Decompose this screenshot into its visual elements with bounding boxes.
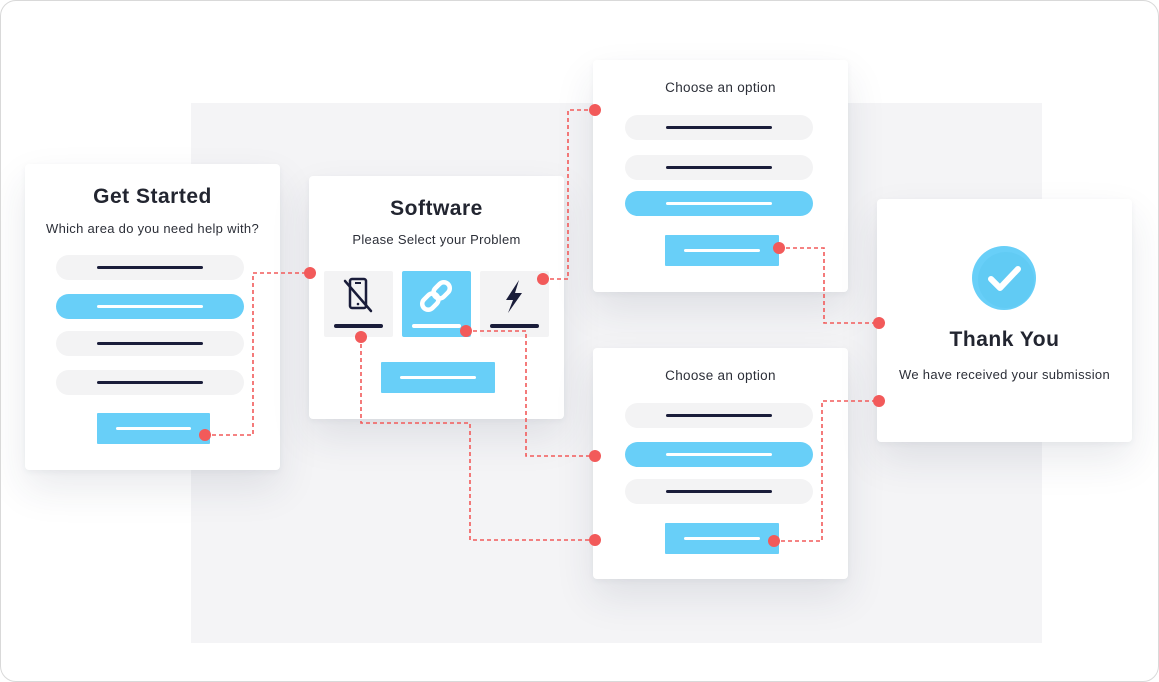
connector-dot <box>768 535 780 547</box>
placeholder-line <box>684 249 760 252</box>
choose-option-card-top: Choose an option <box>593 60 848 292</box>
placeholder-line <box>684 537 760 540</box>
placeholder-line <box>666 414 772 417</box>
connector-path <box>543 109 595 280</box>
connector-dot <box>304 267 316 279</box>
connector-dot <box>355 331 367 343</box>
connector-dot <box>589 450 601 462</box>
connector-path <box>360 337 595 541</box>
connector-dot <box>773 242 785 254</box>
connector-dot <box>589 534 601 546</box>
option-pill[interactable] <box>56 255 244 280</box>
option-pill[interactable] <box>625 115 813 140</box>
get-started-subtitle: Which area do you need help with? <box>46 221 259 236</box>
link-icon <box>419 279 453 313</box>
thank-you-title: Thank You <box>949 328 1060 351</box>
software-title: Software <box>390 197 483 220</box>
thank-you-subtitle: We have received your submission <box>899 367 1110 382</box>
submit-button[interactable] <box>665 235 779 266</box>
option-pill[interactable] <box>56 331 244 356</box>
connector-path <box>779 247 879 324</box>
connector-dot <box>873 395 885 407</box>
option-pill-selected[interactable] <box>56 294 244 319</box>
connector-dot <box>873 317 885 329</box>
placeholder-line <box>666 126 772 129</box>
placeholder-line <box>412 324 461 328</box>
placeholder-line <box>334 324 383 328</box>
connector-path <box>466 330 595 457</box>
continue-button[interactable] <box>381 362 495 393</box>
next-button[interactable] <box>97 413 210 444</box>
option-pill-selected[interactable] <box>625 191 813 216</box>
option-pill[interactable] <box>625 403 813 428</box>
option-pill[interactable] <box>625 155 813 180</box>
connector-dot <box>460 325 472 337</box>
software-card: Software Please Select your Problem <box>309 176 564 419</box>
lightning-icon <box>506 280 522 313</box>
placeholder-line <box>97 266 203 269</box>
tile-lightning[interactable] <box>480 271 549 337</box>
placeholder-line <box>666 453 772 456</box>
get-started-title: Get Started <box>93 185 212 208</box>
tile-link[interactable] <box>402 271 471 337</box>
placeholder-line <box>97 342 203 345</box>
tile-no-phone[interactable] <box>324 271 393 337</box>
check-circle-icon <box>972 246 1036 310</box>
thank-you-card: Thank You We have received your submissi… <box>877 199 1132 442</box>
placeholder-line <box>666 490 772 493</box>
option-pill[interactable] <box>56 370 244 395</box>
connector-path <box>774 400 879 542</box>
placeholder-line <box>97 381 203 384</box>
placeholder-line <box>97 305 203 308</box>
option-pill[interactable] <box>625 479 813 504</box>
placeholder-line <box>400 376 476 379</box>
connector-path <box>205 272 310 436</box>
placeholder-line <box>490 324 539 328</box>
connector-dot <box>199 429 211 441</box>
connector-dot <box>537 273 549 285</box>
get-started-card: Get Started Which area do you need help … <box>25 164 280 470</box>
submit-button[interactable] <box>665 523 779 554</box>
no-phone-icon <box>343 277 373 313</box>
connector-dot <box>589 104 601 116</box>
placeholder-line <box>116 427 191 430</box>
option-pill-selected[interactable] <box>625 442 813 467</box>
choose-option-title: Choose an option <box>665 368 776 383</box>
software-subtitle: Please Select your Problem <box>352 232 521 247</box>
placeholder-line <box>666 202 772 205</box>
placeholder-line <box>666 166 772 169</box>
choose-option-title: Choose an option <box>665 80 776 95</box>
